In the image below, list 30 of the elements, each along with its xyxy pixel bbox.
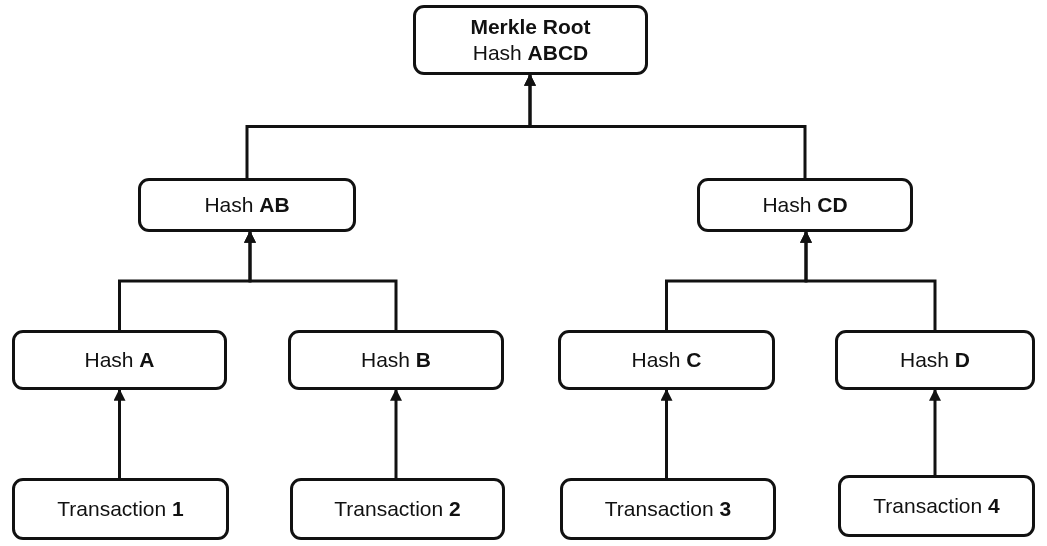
- node-label: Hash A: [84, 346, 155, 373]
- node-label: Transaction 3: [604, 495, 732, 522]
- node-label: Hash B: [361, 346, 431, 373]
- node-label: Hash AB: [204, 191, 290, 218]
- hash-node: [12, 478, 229, 540]
- arrow: [390, 388, 402, 478]
- node-label: Hash CD: [762, 191, 848, 218]
- hash-node: [835, 330, 1035, 390]
- hash-node: [290, 478, 505, 540]
- hash-node: [558, 330, 775, 390]
- arrow: [244, 230, 398, 330]
- hash-node: [560, 478, 776, 540]
- hash-node: [12, 330, 227, 390]
- node-label: Hash ABCD: [472, 40, 589, 66]
- node-label: Hash C: [631, 346, 702, 373]
- node-label: Transaction 4: [873, 492, 1000, 519]
- node-label: Hash D: [900, 346, 970, 373]
- hash-node: [413, 5, 648, 75]
- arrow: [800, 230, 937, 330]
- hash-node: [838, 475, 1035, 537]
- arrow: [660, 388, 673, 478]
- node-heading: Merkle Root: [470, 13, 591, 40]
- node-label: Transaction 2: [334, 495, 461, 522]
- arrow: [929, 388, 941, 475]
- hash-node: [288, 330, 504, 390]
- node-label: Transaction 1: [57, 495, 184, 522]
- arrow: [113, 388, 126, 478]
- arrow: [524, 73, 807, 178]
- hash-node: [697, 178, 913, 232]
- hash-node: [138, 178, 356, 232]
